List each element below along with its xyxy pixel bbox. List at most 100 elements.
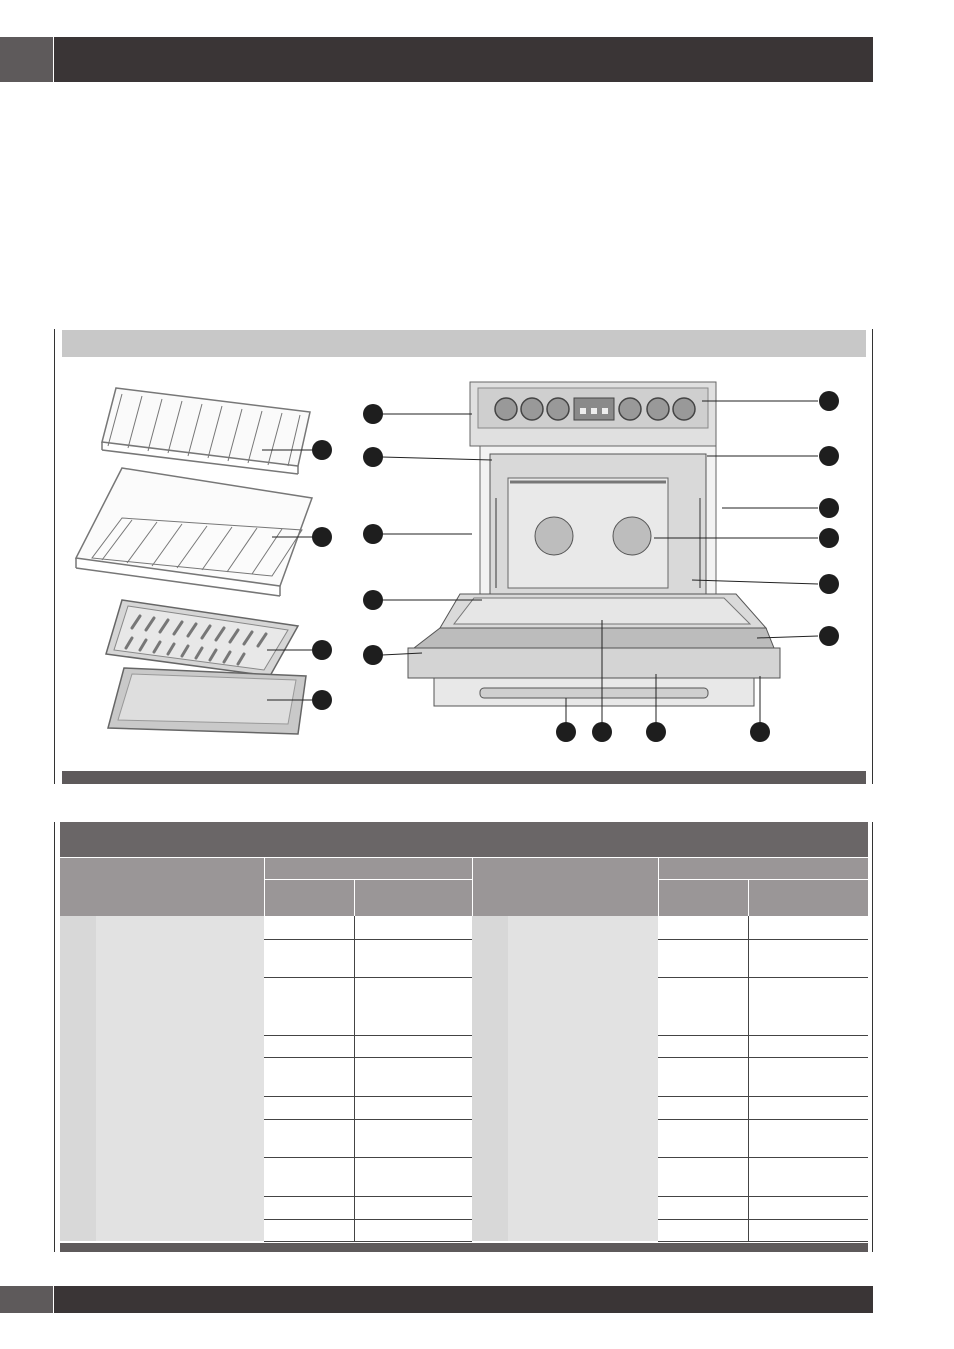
table-footer-bar: [60, 1243, 868, 1252]
table-title-bar: [60, 822, 868, 857]
row-label: [508, 916, 658, 939]
row-label: [508, 1057, 658, 1096]
broil-pan-icon: [105, 599, 300, 677]
row-value: [748, 1219, 868, 1242]
row-number: [472, 939, 508, 977]
row-value: [354, 939, 472, 978]
oven-range-illustration: [74, 381, 839, 742]
table-row: [60, 1196, 868, 1220]
row-label: [96, 1119, 264, 1157]
callout-marker: [819, 498, 839, 518]
row-label: [96, 1035, 264, 1057]
callout-marker: [312, 527, 332, 547]
row-label: [96, 939, 264, 977]
row-value: [264, 1035, 355, 1058]
table-row: [60, 916, 868, 940]
row-value: [748, 916, 868, 940]
callout-marker: [363, 590, 383, 610]
row-value: [658, 1219, 749, 1242]
table-subheader-row: [60, 879, 868, 916]
row-number: [472, 916, 508, 939]
row-number: [472, 1119, 508, 1157]
row-number: [60, 916, 96, 939]
row-number: [472, 1196, 508, 1219]
table-row: [60, 1057, 868, 1097]
callout-marker: [819, 446, 839, 466]
table-header-cell: [264, 879, 355, 916]
table-header-cell: [658, 879, 749, 916]
callout-marker: [363, 447, 383, 467]
row-number: [472, 1057, 508, 1096]
row-value: [354, 1119, 472, 1158]
callout-marker: [312, 640, 332, 660]
row-value: [354, 916, 472, 940]
table-header-cell: [354, 879, 473, 916]
row-label: [96, 916, 264, 939]
callout-marker: [750, 722, 770, 742]
table-row: [60, 1119, 868, 1158]
row-label: [96, 1196, 264, 1219]
baking-tray-icon: [107, 667, 307, 735]
row-number: [472, 1035, 508, 1057]
header-bar: [54, 37, 873, 82]
table-row: [60, 1157, 868, 1197]
row-label: [96, 1096, 264, 1119]
row-label: [508, 977, 658, 1035]
figure-title-bar: [62, 330, 866, 357]
table-row: [60, 1035, 868, 1058]
row-value: [264, 1219, 355, 1242]
row-value: [658, 1096, 749, 1120]
row-value: [748, 1157, 868, 1197]
row-value: [658, 939, 749, 978]
callout-marker: [819, 574, 839, 594]
row-value: [748, 1119, 868, 1158]
row-label: [96, 977, 264, 1035]
row-label: [508, 1119, 658, 1157]
row-number: [60, 939, 96, 977]
table-row: [60, 1219, 868, 1242]
oven-control-panel: [469, 381, 717, 447]
table-frame: [54, 822, 873, 1252]
row-label: [508, 1219, 658, 1241]
row-value: [264, 939, 355, 978]
row-value: [264, 1096, 355, 1120]
row-label: [508, 1157, 658, 1196]
row-number: [60, 1035, 96, 1057]
row-value: [658, 1057, 749, 1097]
row-number: [60, 1157, 96, 1196]
row-number: [60, 1219, 96, 1241]
row-value: [748, 1057, 868, 1097]
table-header-row: [60, 858, 868, 916]
row-value: [354, 1157, 472, 1197]
table-row: [60, 939, 868, 978]
row-value: [658, 1119, 749, 1158]
row-value: [658, 1196, 749, 1220]
row-value: [354, 977, 472, 1036]
row-label: [96, 1219, 264, 1241]
oven-body: [479, 445, 717, 623]
row-label: [508, 939, 658, 977]
table-header-cell: [472, 858, 659, 916]
row-number: [472, 977, 508, 1035]
table-header-cell: [60, 858, 265, 916]
row-label: [508, 1035, 658, 1057]
table-header-cell: [264, 858, 473, 880]
row-value: [658, 1035, 749, 1058]
callout-marker: [363, 645, 383, 665]
callout-marker: [592, 722, 612, 742]
row-value: [354, 1096, 472, 1120]
callout-marker: [312, 440, 332, 460]
row-value: [354, 1057, 472, 1097]
row-value: [354, 1196, 472, 1220]
footer-bar: [54, 1286, 873, 1313]
callout-marker: [819, 528, 839, 548]
row-value: [354, 1035, 472, 1058]
figure-footer-bar: [62, 771, 866, 784]
table-header-cell: [658, 858, 868, 880]
row-label: [508, 1196, 658, 1219]
row-number: [472, 1219, 508, 1241]
row-value: [658, 916, 749, 940]
row-label: [96, 1157, 264, 1196]
row-value: [264, 977, 355, 1036]
wire-rack-icon: [101, 387, 311, 475]
